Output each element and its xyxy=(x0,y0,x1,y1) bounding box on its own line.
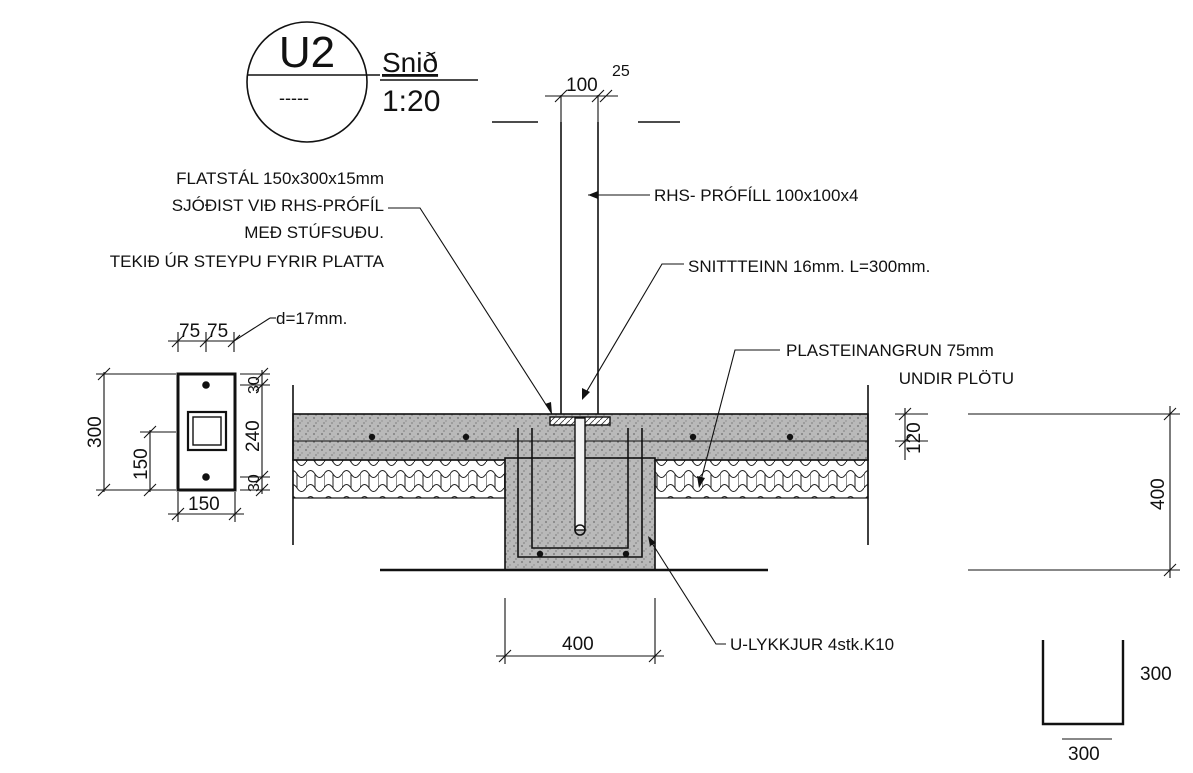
annotations: FLATSTÁL 150x300x15mm SJÓÐIST VIÐ RHS-PR… xyxy=(110,169,1014,654)
plate-dim-b: 75 xyxy=(207,321,228,342)
total-depth-dim: 400 xyxy=(1148,478,1169,510)
detail-ref: ----- xyxy=(279,88,309,108)
rhs-column: 100 25 xyxy=(492,63,680,422)
hole-spacing-dim: 240 xyxy=(243,420,264,452)
detail-id: U2 xyxy=(279,28,335,77)
plate-detail: 75 75 d=17mm. 300 150 150 30 240 xyxy=(85,309,347,522)
footing-dims: 400 xyxy=(496,598,664,664)
u-loop-note: U-LYKKJUR 4stk.K10 xyxy=(730,635,894,654)
scale-label: 1:20 xyxy=(382,85,440,118)
u-height-dim: 300 xyxy=(1140,664,1172,685)
rhs-note: RHS- PRÓFÍLL 100x100x4 xyxy=(654,186,858,205)
plate-half-dim: 150 xyxy=(131,448,152,480)
flatstal-note-4: TEKIÐ ÚR STEYPU FYRIR PLATTA xyxy=(110,252,385,271)
u-loop-inner xyxy=(531,428,629,549)
insulation-right xyxy=(654,459,869,499)
rhs-gap-dim: 25 xyxy=(612,63,630,80)
insulation-left xyxy=(292,459,506,499)
u-loop-outer xyxy=(517,428,643,558)
snittteinn-note: SNITTTEINN 16mm. L=300mm. xyxy=(688,257,930,276)
flatstal-note-1: FLATSTÁL 150x300x15mm xyxy=(176,169,384,188)
edge-bottom-dim: 30 xyxy=(246,474,263,492)
rhs-outline xyxy=(186,410,228,452)
insulation-note-1: PLASTEINANGRUN 75mm xyxy=(786,341,994,360)
depth-dims: 120 400 xyxy=(895,406,1180,578)
edge-top-dim: 30 xyxy=(246,376,263,394)
view-label: Snið xyxy=(382,47,438,78)
footing-width-dim: 400 xyxy=(562,634,594,655)
bolt-hole-bottom xyxy=(202,473,210,481)
rhs-width-dim: 100 xyxy=(566,75,598,96)
plate-height-dim: 300 xyxy=(85,416,106,448)
base-plate xyxy=(176,372,237,492)
flatstal-note-3: MEÐ STÚFSUÐU. xyxy=(244,223,384,242)
threaded-bar xyxy=(574,417,586,531)
hole-dia-note: d=17mm. xyxy=(276,309,347,328)
slab-thickness-dim: 120 xyxy=(904,422,925,454)
u-width-dim: 300 xyxy=(1068,744,1100,765)
plate-width-dim: 150 xyxy=(188,494,220,515)
insulation-note-2: UNDIR PLÖTU xyxy=(899,369,1014,388)
detail-bubble xyxy=(246,21,368,143)
flatstal-note-2: SJÓÐIST VIÐ RHS-PRÓFÍL xyxy=(172,196,384,215)
u-loop-shape: 300 300 xyxy=(1041,640,1172,765)
foundation-section xyxy=(292,385,869,572)
bolt-hole-top xyxy=(202,381,210,389)
plate-dim-a: 75 xyxy=(179,321,200,342)
title-block: U2 ----- Snið 1:20 xyxy=(246,21,478,143)
